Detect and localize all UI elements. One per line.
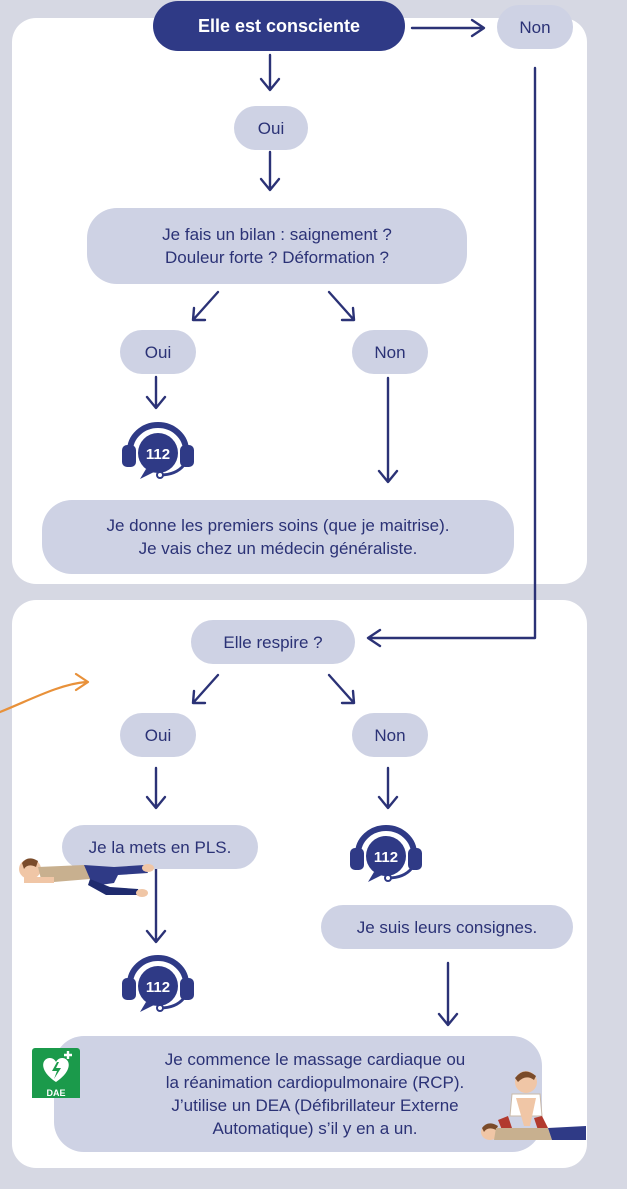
node-consignes: Je suis leurs consignes. — [321, 905, 573, 949]
svg-text:112: 112 — [146, 446, 170, 463]
headset-112-icon: 112 — [116, 419, 200, 481]
node-non-2: Non — [352, 330, 428, 374]
node-bilan: Je fais un bilan : saignement ?Douleur f… — [87, 208, 467, 284]
headset-112-icon: 112 — [116, 952, 200, 1014]
node-premiers-soins: Je donne les premiers soins (que je mait… — [42, 500, 514, 574]
node-elle-est-consciente: Elle est consciente — [153, 1, 405, 51]
node-oui-3: Oui — [120, 713, 196, 757]
node-non-top: Non — [497, 5, 573, 49]
svg-text:112: 112 — [146, 979, 170, 996]
node-oui-1: Oui — [234, 106, 308, 150]
node-pls: Je la mets en PLS. — [62, 825, 258, 869]
svg-text:DAE: DAE — [46, 1088, 65, 1098]
svg-text:112: 112 — [374, 849, 398, 866]
cpr-figure — [468, 1068, 588, 1154]
dae-defibrillator-icon: DAE — [32, 1048, 80, 1098]
headset-112-icon: 112 — [344, 822, 428, 884]
recovery-position-figure — [14, 853, 164, 903]
node-elle-respire: Elle respire ? — [191, 620, 355, 664]
node-oui-2: Oui — [120, 330, 196, 374]
node-non-3: Non — [352, 713, 428, 757]
